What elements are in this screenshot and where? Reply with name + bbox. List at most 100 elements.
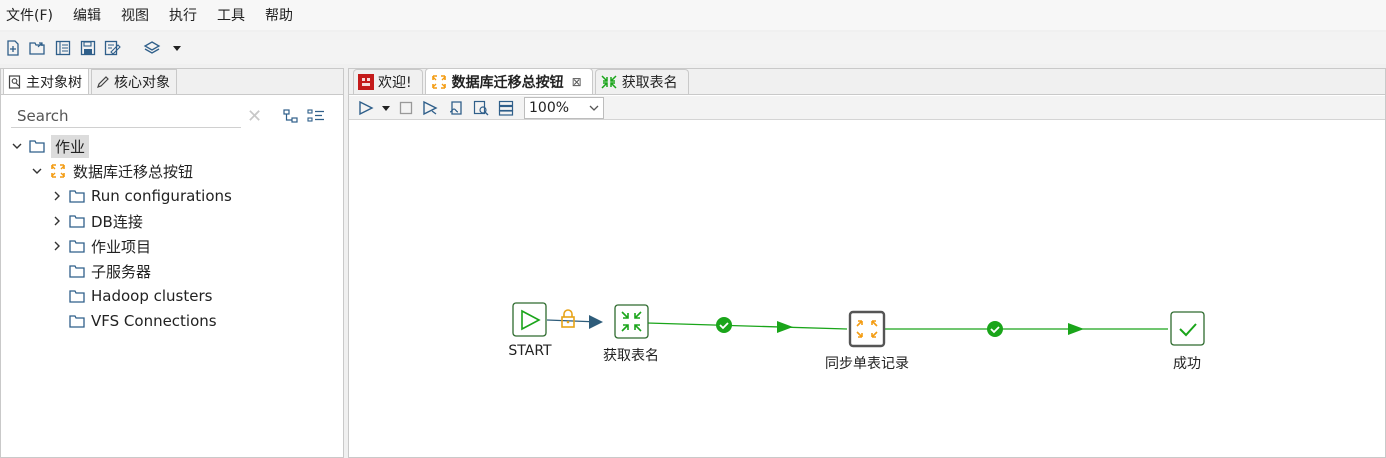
sql-search-icon[interactable] bbox=[470, 97, 492, 119]
pencil-icon bbox=[96, 75, 110, 89]
step-label-success: 成功 bbox=[1173, 356, 1201, 372]
folder-icon bbox=[69, 239, 85, 253]
tab-core-objects[interactable]: 核心对象 bbox=[91, 69, 177, 94]
step-sync-single-table[interactable] bbox=[848, 310, 886, 348]
zoom-select[interactable]: 100% bbox=[524, 96, 604, 119]
step-label-get-table-names: 获取表名 bbox=[603, 348, 659, 364]
left-panel: 主对象树 核心对象 ✕ 作业 数据库迁移总按钮 bbox=[0, 68, 344, 458]
job-icon bbox=[856, 320, 878, 338]
zoom-value: 100% bbox=[529, 99, 570, 116]
clear-search-icon[interactable]: ✕ bbox=[247, 105, 263, 127]
tree-node-label: 作业 bbox=[51, 134, 90, 158]
folder-icon bbox=[69, 289, 85, 303]
hop-sync-to-success[interactable] bbox=[885, 321, 1168, 337]
dropdown-arrow-icon[interactable] bbox=[166, 37, 188, 59]
tree-node-label: 子服务器 bbox=[91, 262, 152, 281]
job-canvas[interactable]: START 获取表名 同步单表记录 成功 bbox=[353, 121, 1383, 457]
tab-welcome[interactable]: 欢迎! bbox=[353, 69, 423, 94]
menu-view[interactable]: 视图 bbox=[120, 8, 149, 24]
chevron-right-icon[interactable] bbox=[49, 241, 65, 251]
preview-icon[interactable] bbox=[420, 97, 442, 119]
database-explorer-icon[interactable] bbox=[495, 97, 517, 119]
tree-node-label: Hadoop clusters bbox=[91, 287, 213, 305]
tree-node-vfs-connections[interactable]: VFS Connections bbox=[49, 310, 217, 332]
tree-node-jobs[interactable]: 作业 bbox=[9, 134, 90, 158]
tab-job-main[interactable]: 数据库迁移总按钮 ⊠ bbox=[424, 68, 593, 94]
folder-icon bbox=[69, 264, 85, 278]
stop-icon[interactable] bbox=[395, 97, 417, 119]
job-graph bbox=[512, 302, 1205, 348]
lock-icon bbox=[561, 309, 575, 328]
tree-node-job[interactable]: 数据库迁移总按钮 bbox=[29, 160, 193, 182]
chevron-right-icon[interactable] bbox=[49, 216, 65, 226]
job-icon bbox=[430, 74, 448, 90]
save-icon[interactable] bbox=[77, 37, 99, 59]
editor-toolbar: 100% bbox=[349, 96, 1385, 120]
tab-label: 欢迎! bbox=[378, 75, 412, 91]
tab-main-object-tree[interactable]: 主对象树 bbox=[3, 68, 89, 94]
step-label-start: START bbox=[508, 343, 552, 359]
tree-node-label: DB连接 bbox=[91, 212, 143, 231]
expand-tree-icon[interactable] bbox=[283, 108, 299, 124]
run-dropdown-icon[interactable] bbox=[380, 97, 392, 119]
step-get-table-names[interactable] bbox=[614, 304, 649, 339]
menubar: 文件(F) 编辑 视图 执行 工具 帮助 bbox=[0, 0, 1386, 30]
arrow-icon bbox=[1068, 323, 1084, 335]
tab-label: 数据库迁移总按钮 bbox=[451, 74, 564, 91]
tree-node-run-configurations[interactable]: Run configurations bbox=[49, 185, 232, 207]
success-check-icon bbox=[987, 321, 1003, 337]
job-icon bbox=[49, 163, 67, 179]
open-icon[interactable] bbox=[27, 37, 49, 59]
success-check-icon bbox=[716, 317, 732, 333]
run-icon[interactable] bbox=[355, 97, 377, 119]
hop-start-to-get-tables[interactable] bbox=[546, 309, 603, 329]
tree-node-job-entries[interactable]: 作业项目 bbox=[49, 235, 151, 257]
transform-icon bbox=[600, 74, 618, 90]
chevron-right-icon[interactable] bbox=[49, 191, 65, 201]
chevron-down-icon[interactable] bbox=[29, 166, 45, 176]
menu-run[interactable]: 执行 bbox=[168, 8, 197, 24]
search-row: ✕ bbox=[11, 103, 341, 129]
editor-panel: 欢迎! 数据库迁移总按钮 ⊠ 获取表名 100% bbox=[348, 68, 1386, 458]
folder-icon bbox=[69, 189, 85, 203]
layers-icon[interactable] bbox=[141, 37, 163, 59]
arrow-icon bbox=[777, 321, 793, 333]
menu-help[interactable]: 帮助 bbox=[264, 8, 293, 24]
tree-node-label: 数据库迁移总按钮 bbox=[73, 162, 194, 181]
folder-icon bbox=[69, 314, 85, 328]
checkmark-icon bbox=[1179, 323, 1197, 337]
tree-node-label: 作业项目 bbox=[91, 237, 152, 256]
tab-label: 获取表名 bbox=[621, 75, 678, 91]
menu-file[interactable]: 文件(F) bbox=[6, 8, 53, 24]
tab-get-table-names[interactable]: 获取表名 bbox=[594, 69, 689, 94]
tree-node-db-connections[interactable]: DB连接 bbox=[49, 210, 143, 232]
transform-icon bbox=[621, 311, 642, 332]
start-icon bbox=[521, 309, 541, 331]
step-success[interactable] bbox=[1170, 311, 1205, 346]
new-file-icon[interactable] bbox=[2, 37, 24, 59]
tree-node-hadoop-clusters[interactable]: Hadoop clusters bbox=[49, 285, 212, 307]
tree-node-slave-servers[interactable]: 子服务器 bbox=[49, 260, 151, 282]
explorer-icon[interactable] bbox=[52, 37, 74, 59]
step-start[interactable] bbox=[512, 302, 547, 337]
chevron-down-icon[interactable] bbox=[9, 141, 25, 151]
search-input[interactable] bbox=[11, 104, 241, 128]
step-label-sync-single-table: 同步单表记录 bbox=[825, 356, 909, 372]
tree-icon bbox=[8, 74, 22, 89]
verify-icon[interactable] bbox=[445, 97, 467, 119]
welcome-icon bbox=[358, 74, 374, 90]
save-as-icon[interactable] bbox=[102, 37, 124, 59]
collapse-tree-icon[interactable] bbox=[307, 108, 325, 124]
folder-icon bbox=[29, 139, 45, 153]
close-tab-icon[interactable]: ⊠ bbox=[571, 74, 582, 89]
tab-label: 主对象树 bbox=[26, 74, 82, 91]
hop-get-tables-to-sync[interactable] bbox=[646, 317, 848, 333]
main-toolbar bbox=[0, 32, 1386, 64]
left-tab-bar: 主对象树 核心对象 bbox=[1, 68, 343, 95]
menu-edit[interactable]: 编辑 bbox=[72, 8, 101, 24]
arrow-icon bbox=[589, 315, 603, 329]
menu-tools[interactable]: 工具 bbox=[216, 8, 245, 24]
chevron-down-icon bbox=[589, 100, 599, 116]
tab-label: 核心对象 bbox=[114, 75, 170, 91]
tree-node-label: Run configurations bbox=[91, 187, 232, 205]
